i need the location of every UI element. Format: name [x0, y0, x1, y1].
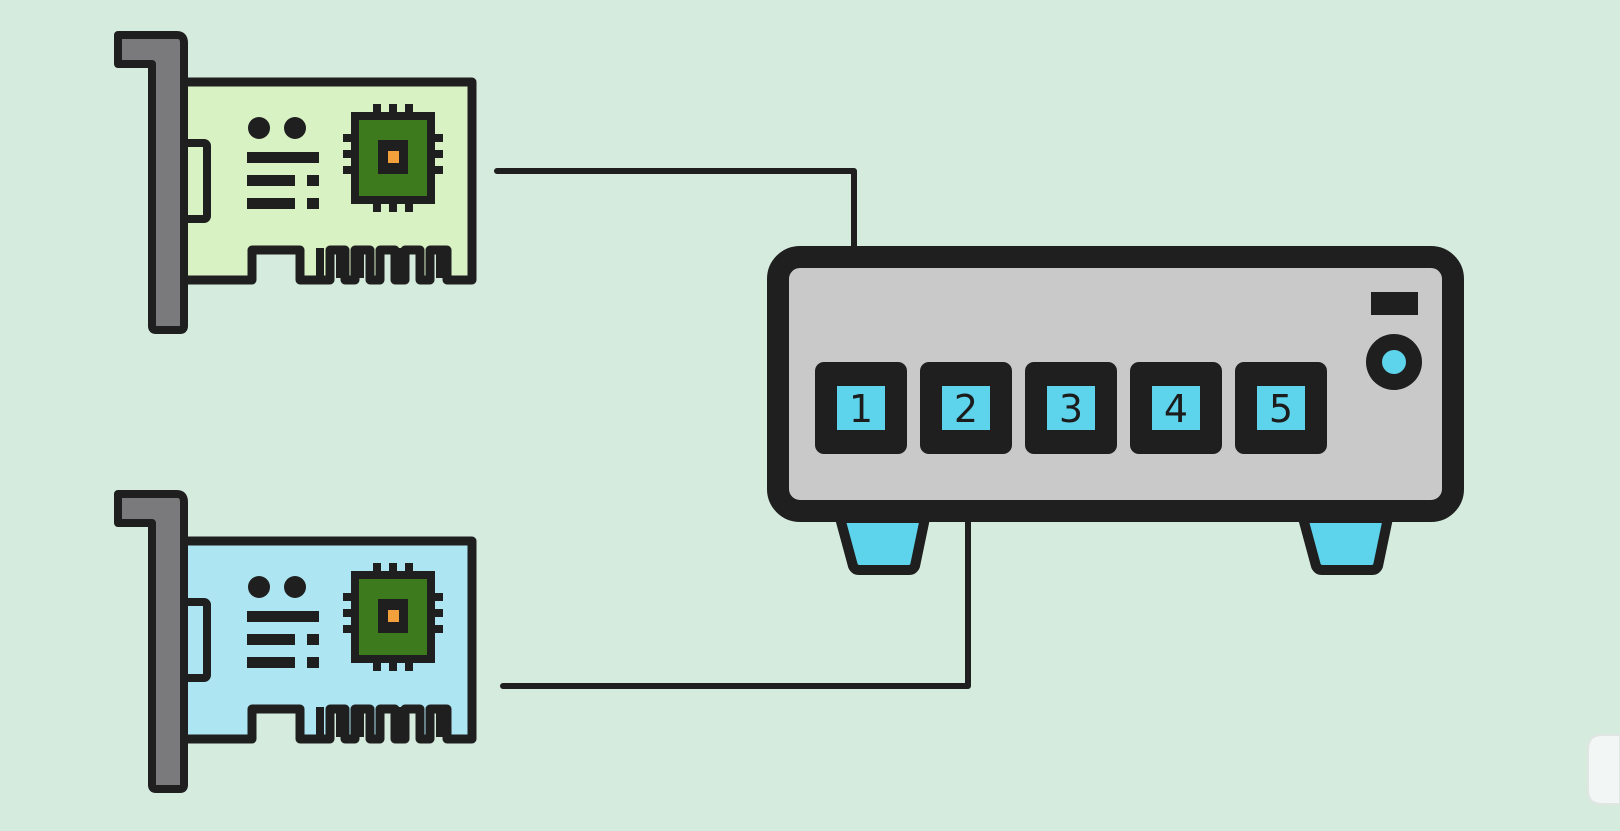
switch-port-3: 3: [1025, 362, 1117, 454]
network-card-top: [114, 31, 477, 334]
network-card-bottom: [114, 490, 477, 793]
port-socket: [942, 386, 990, 430]
led-dot: [284, 576, 306, 598]
corner-logo-icon: [1587, 734, 1620, 805]
chip-icon: [343, 104, 443, 212]
port-socket: [1257, 386, 1305, 430]
switch-ports: 1 2 3 4 5: [815, 362, 1327, 454]
port-label: 3: [1059, 387, 1083, 431]
switch-foot-right: [1298, 513, 1393, 575]
switch-port-4: 4: [1130, 362, 1222, 454]
switch-foot-left: [835, 513, 930, 575]
port-label: 1: [849, 387, 873, 431]
card-edge-connector: [316, 707, 444, 737]
port-label: 4: [1164, 387, 1188, 431]
switch-port-1: 1: [815, 362, 907, 454]
port-label: 5: [1269, 387, 1293, 431]
network-switch: 1 2 3 4 5: [767, 246, 1464, 575]
switch-port-5: 5: [1235, 362, 1327, 454]
card-edge-connector: [316, 248, 444, 278]
port-socket: [837, 386, 885, 430]
cable-bottom-to-port-2: [500, 449, 971, 689]
card-bracket: [114, 31, 188, 334]
switch-port-2: 2: [920, 362, 1012, 454]
circuit-traces: [247, 611, 319, 668]
led-dot: [284, 117, 306, 139]
chip-icon: [343, 563, 443, 671]
led-dot: [248, 117, 270, 139]
port-socket: [1152, 386, 1200, 430]
led-dot: [248, 576, 270, 598]
port-label: 2: [954, 387, 978, 431]
card-bracket: [114, 490, 188, 793]
port-socket: [1047, 386, 1095, 430]
circuit-traces: [247, 152, 319, 209]
status-bar-indicator: [1371, 292, 1418, 315]
